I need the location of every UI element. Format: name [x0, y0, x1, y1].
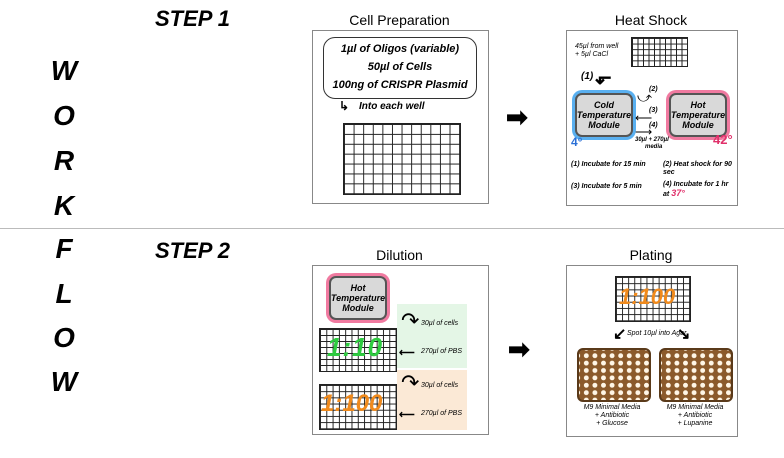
plating-ratio: 1:100 [619, 284, 676, 309]
arrow-left-icon: ⟵ [635, 111, 653, 125]
from-well-line1: 45µl from well [575, 43, 619, 50]
workflow-letter-r: R [53, 145, 75, 176]
ingredient-plasmid: 100ng of CRISPR Plasmid [332, 79, 468, 91]
heat-shock-grid [631, 37, 688, 67]
step1-label: STEP 1 [155, 6, 230, 31]
into-each-well-label: Into each well [359, 101, 425, 112]
note-4: (4) Incubate for 1 hr at 37° [663, 181, 729, 198]
agar-plate-lupanine [659, 348, 733, 402]
workflow-letter-f: F [55, 233, 73, 264]
cell-prep-title: Cell Preparation [349, 12, 450, 28]
step2-flow-arrow-icon: ➡ [508, 334, 530, 364]
curve-arrow-right-icon: ⤻ [637, 89, 652, 105]
cold-temp-label: 4° [571, 135, 583, 149]
from-well-label: 45µl from well + 5µl CaCl [575, 43, 618, 59]
step2-number: (2) [649, 86, 658, 93]
note-2: (2) Heat shock for 90 sec [663, 161, 732, 176]
plate2-label: M9 Minimal Media+ Antibiotic+ Lupanine [666, 404, 724, 427]
step-divider [0, 228, 784, 229]
from-well-line2: + 5µl CaCl [575, 51, 609, 58]
note-1: (1) Incubate for 15 min [571, 161, 646, 168]
workflow-letter-o2: O [53, 322, 75, 353]
cell-prep-panel: 1µl of Oligos (variable) 50µl of Cells 1… [312, 30, 489, 204]
dilution-grid-1 [319, 328, 397, 372]
workflow-letter-k: K [53, 190, 75, 221]
heat-shock-title: Heat Shock [614, 12, 688, 28]
workflow-letter-w2: W [50, 366, 78, 397]
spot-label: Spot 10µl into Agar [627, 330, 687, 337]
pbs-label-2: 270µl of PBS [421, 410, 463, 417]
plating-grid [615, 276, 691, 322]
workflow-letter-w1: W [50, 55, 78, 86]
workflow-letter-l: L [55, 278, 73, 309]
spot-right-arrow-icon: ↘ [677, 326, 691, 343]
dilution-box-green [397, 304, 467, 368]
spot-left-arrow-icon: ↙ [613, 326, 627, 343]
agar-plate-glucose [577, 348, 651, 402]
left-arrow-2-icon: ⟵ [399, 409, 415, 421]
ingredient-oligos: 1µl of Oligos (variable) [340, 43, 460, 55]
cells-label-2: 30µl of cells [421, 382, 459, 389]
pbs-label-1: 270µl of PBS [421, 348, 463, 355]
step3-number: (3) [649, 107, 658, 114]
curve-arrow-2-icon: ↷ [401, 370, 420, 395]
step4-number: (4) [649, 122, 658, 129]
dilution-title: Dilution [376, 247, 423, 263]
into-arrow-icon: ↳ [339, 99, 350, 113]
ratio-1-100-dilution: 1:100 [321, 390, 383, 417]
plating-title: Plating [629, 247, 673, 263]
hot-temp-label: 42° [713, 132, 733, 147]
step1-number: (1) [581, 71, 594, 82]
ratio-1-10: 1:10 [327, 332, 384, 362]
arrow-right-icon: ⟶ [635, 125, 653, 139]
note-3: (3) Incubate for 5 min [571, 183, 642, 190]
step1-flow-arrow-icon: ➡ [506, 102, 528, 132]
ingredient-cells: 50µl of Cells [367, 61, 433, 73]
curve-arrow-1-icon: ↷ [401, 308, 420, 333]
plate1-label: M9 Minimal Media+ Antibiotic+ Glucose [583, 404, 641, 427]
dilution-box-orange [397, 370, 467, 430]
ingredient-box: 1µl of Oligos (variable) 50µl of Cells 1… [323, 37, 477, 99]
cells-label-1: 30µl of cells [421, 320, 459, 327]
down-left-arrow-icon: ⬐ [595, 67, 612, 89]
left-arrow-1-icon: ⟵ [399, 347, 415, 359]
step2-label: STEP 2 [155, 238, 230, 263]
plating-panel: 1:100 ↙ ↘ Spot 10µl into Agar M9 Minimal… [566, 265, 738, 437]
dilution-grid-2 [319, 384, 397, 430]
well-plate-grid [343, 123, 461, 195]
workflow-letter-o1: O [53, 100, 75, 131]
